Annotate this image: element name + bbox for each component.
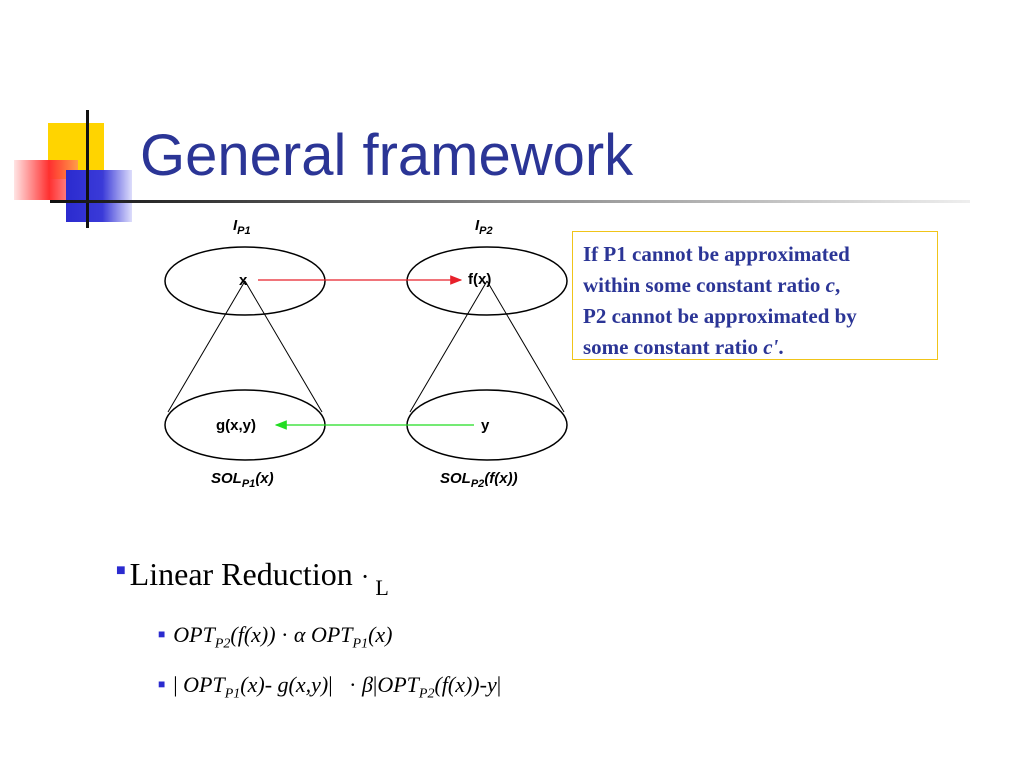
- instance-set-p1: [164, 246, 326, 316]
- bullet-condition-1: ■OPTP2(f(x)) · α OPTP1(x): [158, 622, 393, 652]
- label-sol-p1: SOLP1(x): [211, 470, 274, 490]
- bullet-marker: ■: [158, 677, 166, 691]
- node-y: y: [481, 417, 490, 434]
- cone-line-left-1: [167, 280, 246, 413]
- slide-title: General framework: [140, 123, 634, 188]
- label-ip2: IP2: [475, 217, 493, 237]
- cone-line-right-2: [486, 280, 565, 413]
- deco-blue-square: [66, 170, 132, 222]
- note-box: If P1 cannot be approximated within some…: [572, 231, 938, 360]
- deco-vertical-line: [86, 110, 89, 228]
- instance-set-p2: [406, 246, 568, 316]
- node-x: x: [239, 272, 248, 289]
- label-ip1: IP1: [233, 217, 251, 237]
- node-gxy: g(x,y): [216, 417, 256, 434]
- note-line-4: some constant ratio c'.: [583, 335, 784, 359]
- note-line-3: P2 cannot be approximated by: [583, 304, 857, 328]
- label-sol-p2: SOLP2(f(x)): [440, 470, 518, 490]
- cone-line-right-1: [409, 280, 488, 413]
- cone-line-left-2: [244, 280, 323, 413]
- bullet-marker: ■: [158, 627, 166, 641]
- bullet-marker: ■: [116, 562, 126, 579]
- bullet-condition-2: ■| OPTP1(x)- g(x,y)| · β|OPTP2(f(x))-y|: [158, 672, 502, 702]
- node-fx: f(x): [468, 271, 491, 288]
- title-underline: [50, 200, 970, 203]
- note-line-1: If P1 cannot be approximated: [583, 242, 850, 266]
- note-line-2: within some constant ratio c,: [583, 273, 841, 297]
- bullet-linear-reduction: ■Linear Reduction ·L: [116, 556, 389, 600]
